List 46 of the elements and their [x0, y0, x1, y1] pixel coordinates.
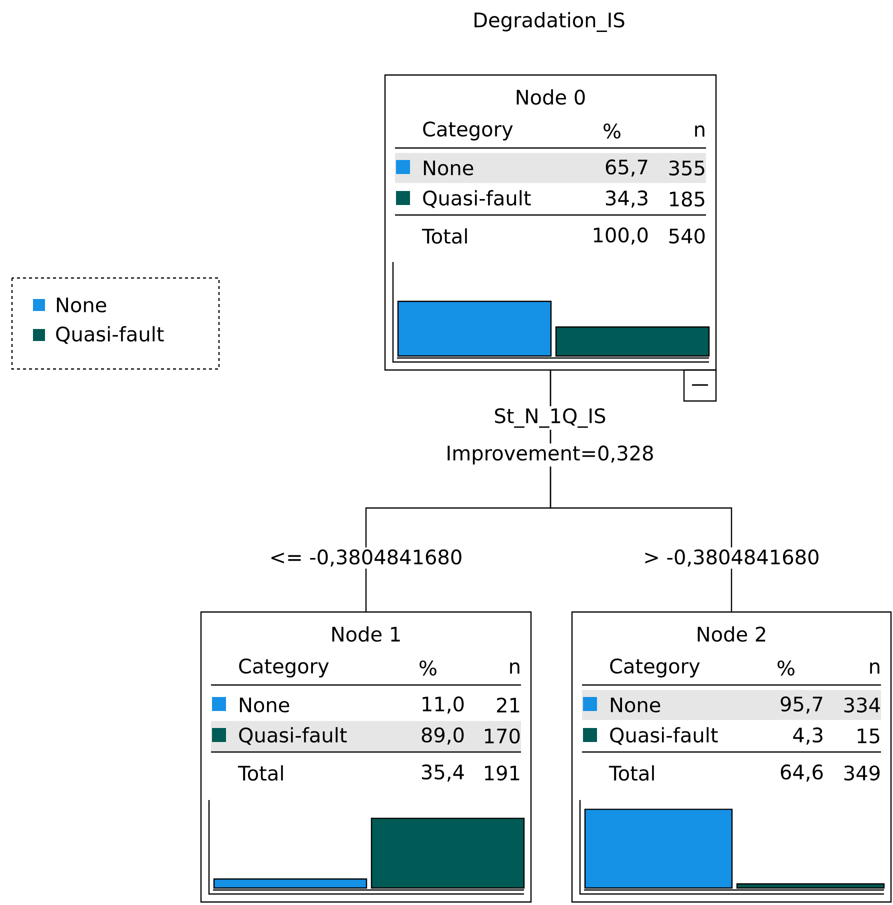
count-cell: 21	[497, 698, 520, 712]
column-header: %	[420, 660, 436, 676]
edge-label: <= -0,3804841680	[271, 549, 462, 567]
percent-cell: 100,0	[594, 227, 648, 245]
column-header: Category	[239, 658, 329, 678]
legend-text: None	[56, 298, 106, 312]
column-header: Category	[423, 122, 513, 140]
count-cell: 15	[858, 728, 880, 744]
category-cell: Quasi-fault	[610, 727, 718, 745]
count-cell: 185	[670, 191, 704, 207]
title: Degradation_IS	[474, 12, 624, 32]
column-header: %	[778, 660, 794, 676]
count-cell: 349	[844, 765, 880, 781]
total-label: Total	[608, 765, 654, 781]
node-title: Node 0	[516, 89, 585, 105]
count-cell: 191	[485, 765, 520, 781]
percent-cell: 35,4	[422, 764, 464, 782]
category-cell: None	[424, 160, 474, 176]
percent-cell: 34,3	[606, 190, 648, 208]
category-cell: None	[610, 698, 660, 712]
column-header: %	[604, 123, 620, 139]
category-cell: Quasi-fault	[423, 190, 531, 208]
node-title: Node 1	[332, 626, 400, 642]
column-header: n	[870, 662, 880, 674]
category-cell: None	[240, 698, 290, 712]
count-cell: 355	[669, 160, 704, 176]
percent-cell: 11,0	[422, 696, 464, 714]
percent-cell: 64,6	[780, 764, 823, 782]
count-cell: 540	[669, 228, 705, 244]
percent-cell: 95,7	[780, 696, 822, 714]
split-label: Improvement=0,328	[444, 444, 656, 466]
percent-cell: 65,7	[606, 159, 648, 177]
split-label: St_N_1Q_IS	[492, 406, 608, 430]
column-header: n	[510, 662, 520, 674]
count-cell: 334	[844, 697, 880, 713]
percent-cell: 89,0	[422, 727, 464, 745]
edge-label: > -0,3804841680	[645, 549, 818, 567]
column-header: Category	[610, 658, 700, 678]
legend-text: Quasi-fault	[56, 326, 164, 344]
count-cell: 170	[485, 728, 520, 744]
percent-cell: 4,3	[793, 727, 822, 745]
total-label: Total	[238, 765, 283, 781]
node-title: Node 2	[698, 626, 766, 642]
total-label: Total	[422, 228, 467, 244]
category-cell: Quasi-fault	[239, 727, 347, 745]
column-header: n	[695, 125, 704, 137]
